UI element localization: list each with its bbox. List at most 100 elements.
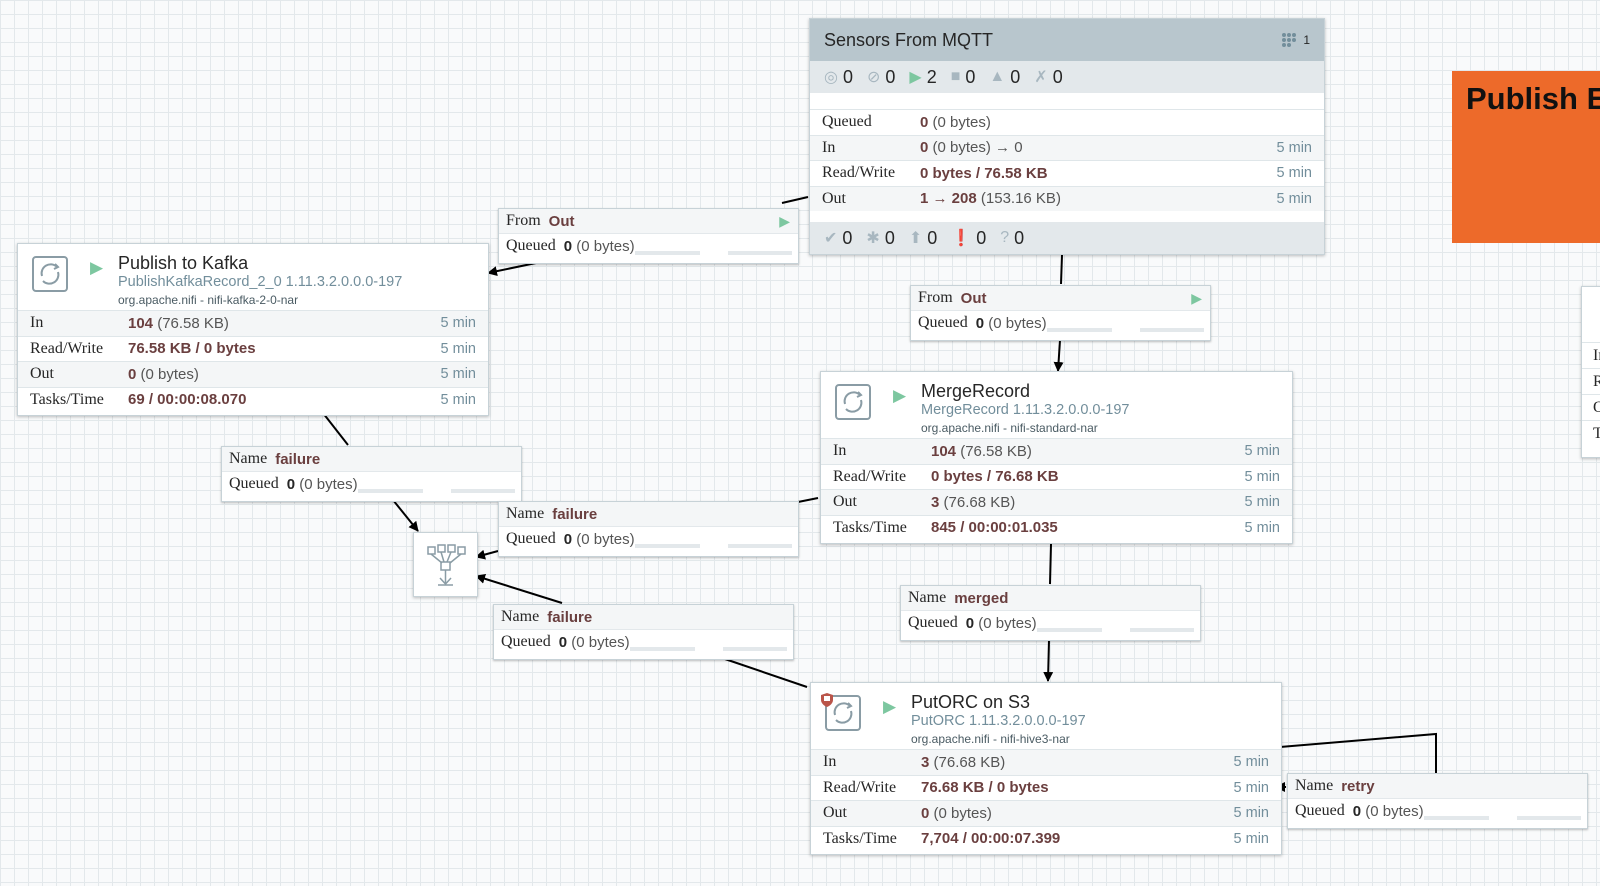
queued-value: 0 (0 bytes) bbox=[287, 476, 358, 493]
row-label: In bbox=[833, 442, 847, 460]
play-icon: ▶ bbox=[1191, 289, 1202, 306]
pg-row-value-rest: (153.16 KB) bbox=[976, 190, 1061, 208]
pg-row-time: 5 min bbox=[1276, 139, 1312, 156]
queued-value-bold: 0 bbox=[563, 530, 573, 548]
pg-row-out: Out 1 → 208 (153.16 KB) 5 min bbox=[810, 185, 1324, 211]
row-value: 76.58 KB / 0 bytes bbox=[128, 340, 441, 357]
processor-name: Publish to Kafka bbox=[118, 253, 249, 273]
connection-merged[interactable]: Name merged Queued 0 (0 bytes) bbox=[900, 585, 1201, 641]
row-value: 7,704 / 00:00:07.399 bbox=[921, 830, 1234, 847]
queued-value-rest: (0 bytes) bbox=[572, 237, 635, 255]
row-time: 5 min bbox=[1233, 779, 1269, 796]
row-value-bold: 76.68 KB / 0 bytes bbox=[921, 779, 1049, 797]
queued-value: 0 (0 bytes) bbox=[564, 238, 635, 255]
pg-row-value-bold: 0 bytes / 76.58 KB bbox=[920, 164, 1048, 182]
connection-key: Name bbox=[908, 589, 947, 606]
group-icon bbox=[1282, 33, 1297, 47]
pg-row-value-bold: 0 bbox=[920, 139, 929, 157]
process-group-spacer bbox=[810, 93, 1324, 109]
queued-value: 0 (0 bytes) bbox=[966, 615, 1037, 632]
queue-bars bbox=[1047, 328, 1204, 332]
queued-value: 0 (0 bytes) bbox=[564, 531, 635, 548]
queued-value-rest: (0 bytes) bbox=[974, 614, 1037, 632]
processor-name: MergeRecord bbox=[921, 381, 1031, 401]
connection-name-row: Name merged bbox=[901, 586, 1200, 611]
queued-value: 0 (0 bytes) bbox=[1353, 803, 1424, 820]
process-group-name: Sensors From MQTT bbox=[824, 29, 994, 50]
row-value: 104 (76.58 KB) bbox=[128, 315, 441, 332]
row-value-rest: (76.68 KB) bbox=[929, 753, 1006, 771]
stat-stopped: 0 bbox=[965, 66, 976, 87]
row-time: 5 min bbox=[1244, 468, 1280, 485]
row-label: Tasks/Time bbox=[30, 390, 104, 408]
row-time: 5 min bbox=[1233, 805, 1269, 822]
queued-value-bold: 0 bbox=[965, 614, 975, 632]
pg-row-label: Out bbox=[822, 189, 846, 207]
play-icon: ▶ bbox=[909, 69, 922, 86]
stat-disabled: 0 bbox=[1052, 66, 1063, 87]
pg-row-time: 5 min bbox=[1276, 165, 1312, 182]
check-icon: ✔ bbox=[824, 230, 838, 247]
pg-row-readwrite: Read/Write 0 bytes / 76.58 KB 5 min bbox=[810, 160, 1324, 186]
queued-value: 0 (0 bytes) bbox=[976, 315, 1047, 332]
processor-putorc-s3[interactable]: ▶ PutORC on S3 PutORC 1.11.3.2.0.0.0-197… bbox=[810, 682, 1282, 855]
processor-name: PutORC on S3 bbox=[911, 692, 1031, 712]
process-group-count: 1 bbox=[1281, 32, 1310, 48]
processor-type: PutORC 1.11.3.2.0.0.0-197 bbox=[911, 713, 1086, 729]
row-time: 5 min bbox=[1233, 754, 1269, 771]
processor-merge-record[interactable]: ▶ MergeRecord MergeRecord 1.11.3.2.0.0.0… bbox=[820, 371, 1293, 544]
row-value: 69 / 00:00:08.070 bbox=[128, 391, 441, 408]
connection-value: Out bbox=[548, 212, 575, 230]
process-group-stats: ◎0 ⊘0 ▶2 ■0 ▲0 ✗0 bbox=[810, 61, 1324, 93]
not-transmitting-icon: ⊘ bbox=[866, 69, 881, 86]
queued-value-bold: 0 bbox=[1352, 802, 1362, 820]
queued-label: Queued bbox=[506, 530, 556, 547]
process-group-footer: ✔0 ✱0 ⬆0 ❗0 ?0 bbox=[810, 222, 1324, 254]
offscreen-processor-icon bbox=[1582, 287, 1600, 342]
processor-header: ▶ Publish to Kafka PublishKafkaRecord_2_… bbox=[18, 244, 488, 310]
processor-icon bbox=[835, 384, 871, 420]
pg-row-value: 1 → 208 (153.16 KB) bbox=[920, 190, 1277, 207]
pg-row-value: 0 (0 bytes) → 0 bbox=[920, 139, 1277, 156]
processor-icon bbox=[32, 256, 68, 292]
process-group[interactable]: Sensors From MQTT 1 ◎0 ⊘0 ▶2 ■0 ▲0 ✗0 Qu… bbox=[809, 18, 1325, 255]
connection-key: Name bbox=[1295, 777, 1334, 794]
row-time: 5 min bbox=[1244, 494, 1280, 511]
connection-value: retry bbox=[1341, 777, 1375, 795]
funnel[interactable] bbox=[413, 532, 478, 597]
connection-value: failure bbox=[547, 608, 593, 626]
pg-row-value-rest: (0 bytes) bbox=[928, 113, 991, 131]
connection-queued-row: Queued 0 (0 bytes) bbox=[1288, 799, 1587, 823]
row-value-rest: (76.58 KB) bbox=[153, 314, 229, 332]
run-status-icon: ▶ bbox=[883, 697, 897, 716]
row-value-bold: 845 / 00:00:01.035 bbox=[931, 519, 1058, 537]
queued-value-rest: (0 bytes) bbox=[984, 314, 1047, 332]
queued-value-rest: (0 bytes) bbox=[567, 633, 630, 651]
label-note[interactable]: Publish Ev bbox=[1452, 71, 1600, 243]
row-time: 5 min bbox=[1244, 443, 1280, 460]
queued-label: Queued bbox=[908, 614, 958, 631]
connection-retry[interactable]: Name retry Queued 0 (0 bytes) bbox=[1287, 773, 1588, 829]
offscreen-processor[interactable]: In R O T bbox=[1581, 286, 1600, 458]
row-value-bold: 7,704 / 00:00:07.399 bbox=[921, 830, 1061, 848]
queued-label: Queued bbox=[1295, 802, 1345, 819]
connection-value: merged bbox=[954, 589, 1009, 607]
processor-publish-kafka[interactable]: ▶ Publish to Kafka PublishKafkaRecord_2_… bbox=[17, 243, 489, 416]
pg-row-label: Queued bbox=[822, 113, 872, 131]
